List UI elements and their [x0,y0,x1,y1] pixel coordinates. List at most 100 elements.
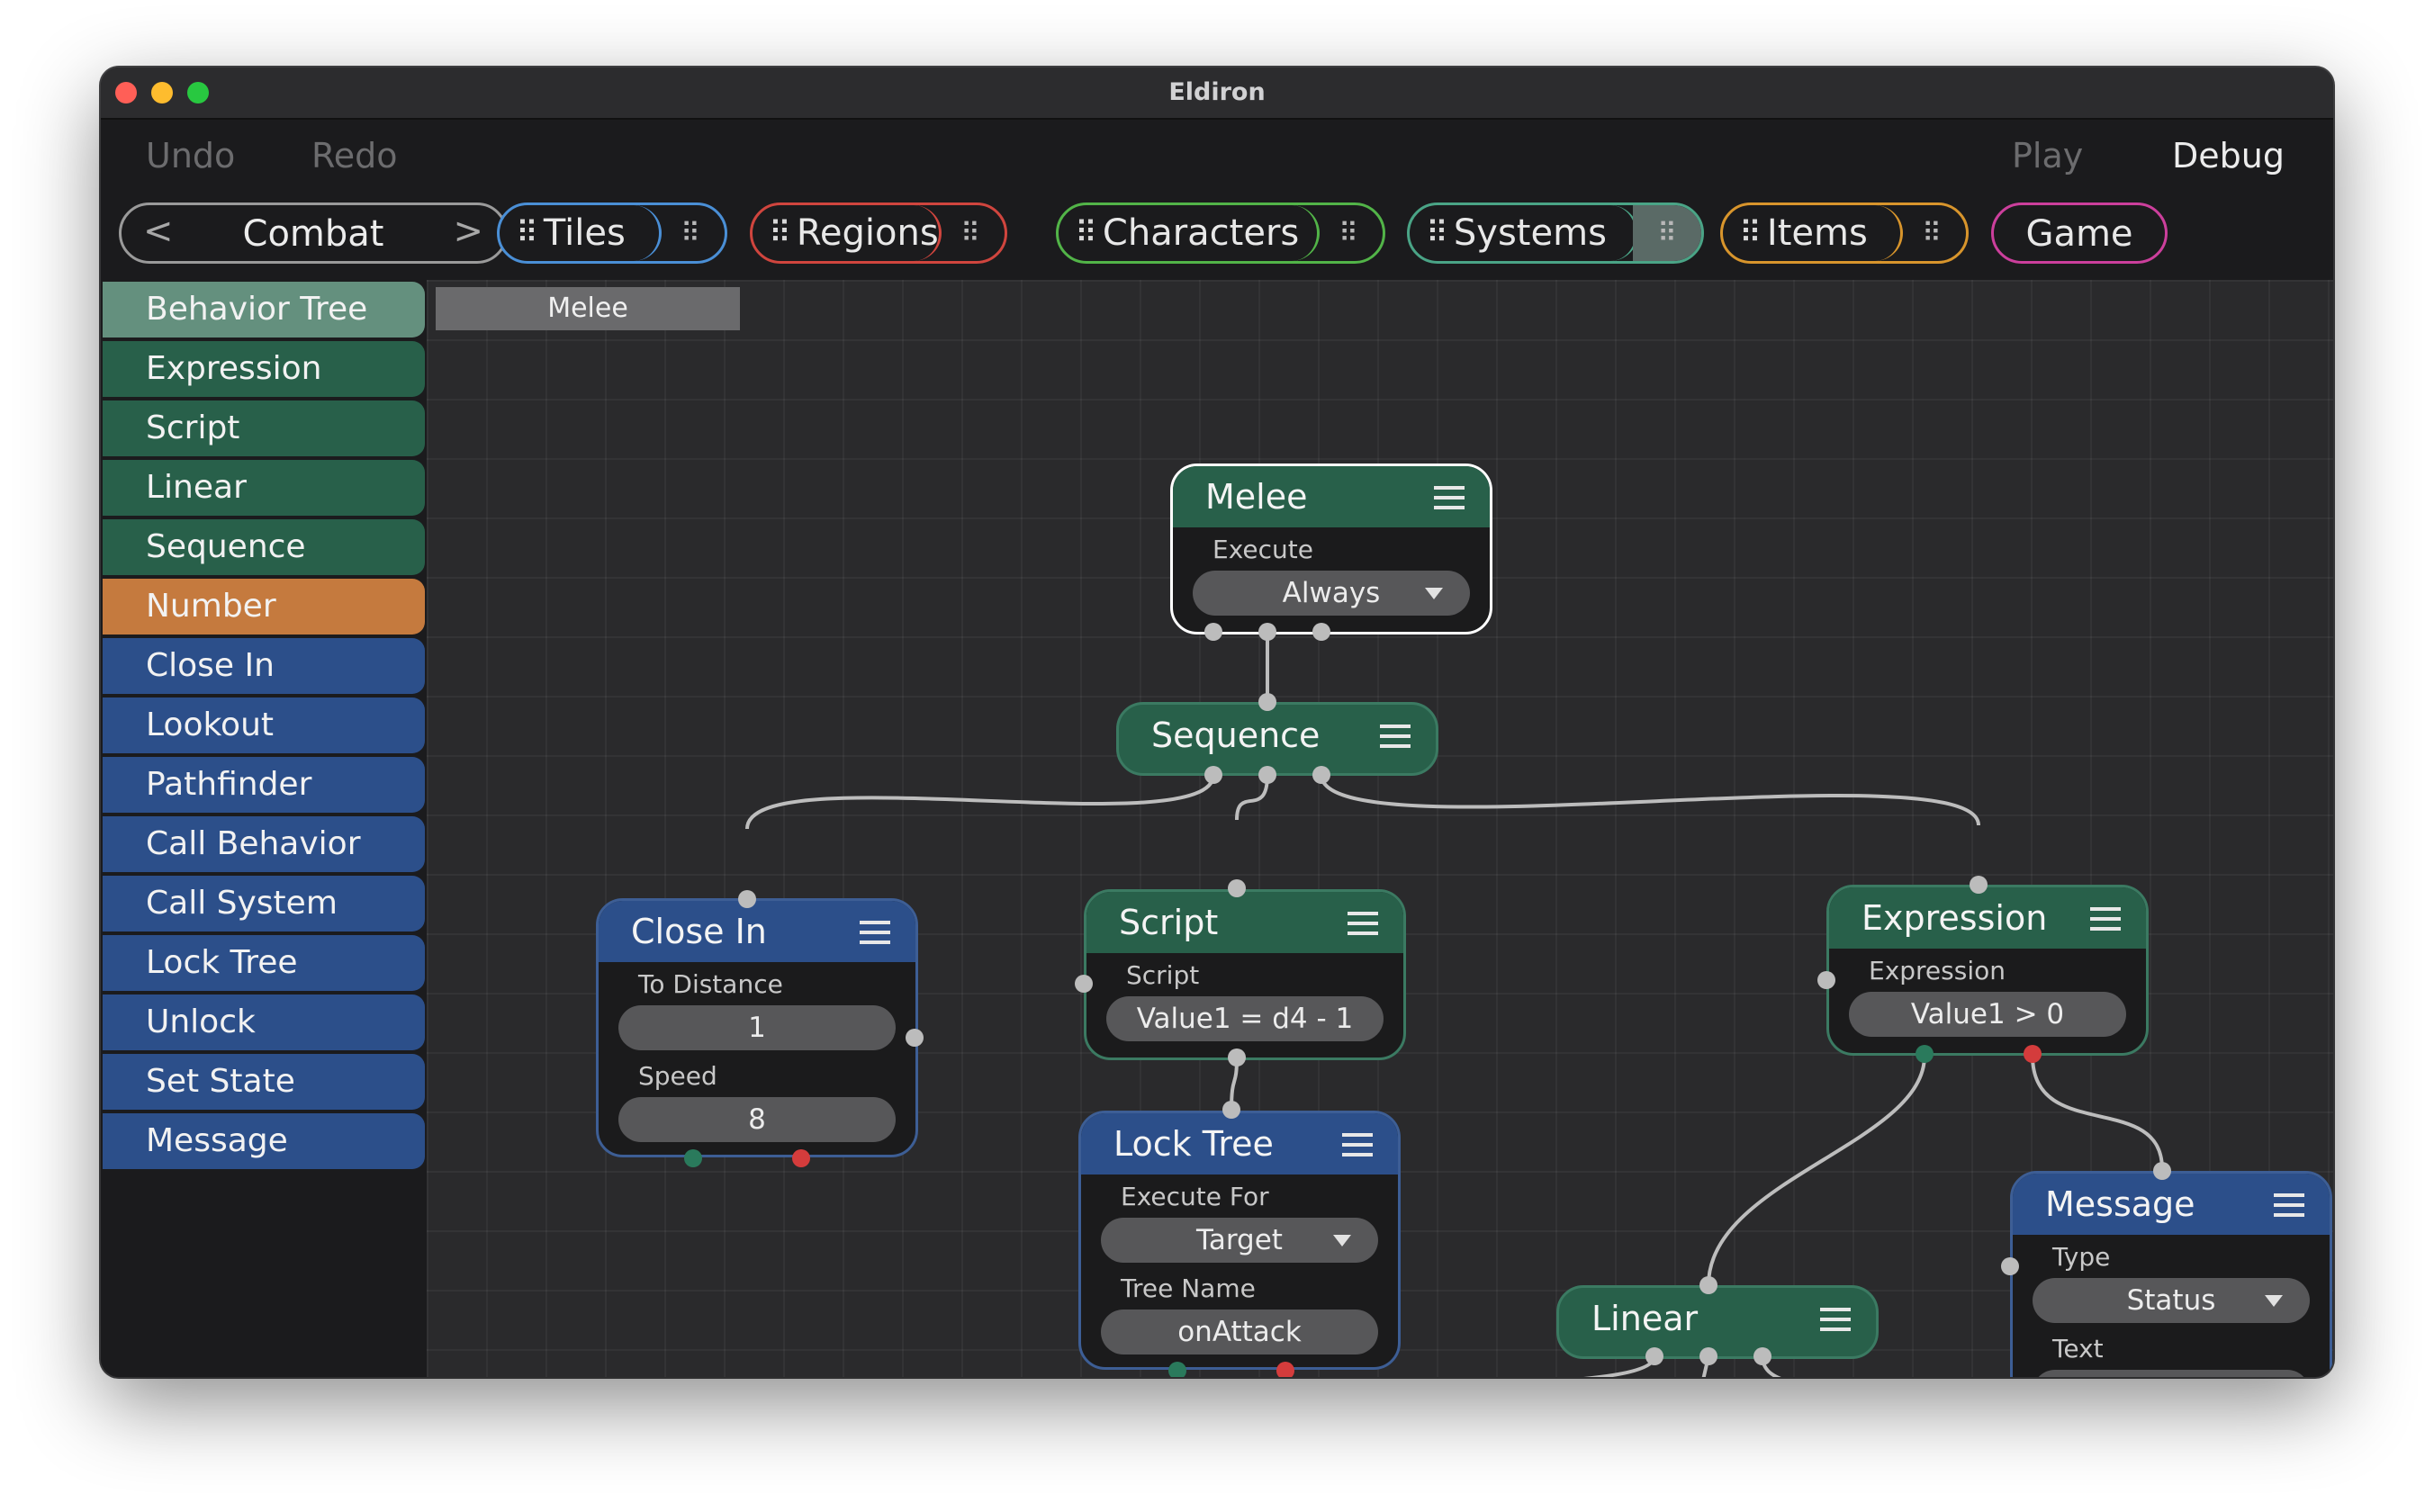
terminal[interactable] [1276,1362,1294,1377]
node-message[interactable]: Message Type Status Text ${Self} swings … [2010,1171,2332,1377]
palette-item-lookout[interactable]: Lookout [103,698,425,753]
systems-grid-view-icon[interactable]: ⠿ [1633,205,1701,261]
node-melee-header[interactable]: Melee [1173,466,1490,527]
terminal[interactable] [2153,1162,2171,1180]
terminal[interactable] [738,890,756,908]
node-melee[interactable]: Melee Execute Always [1170,464,1492,634]
palette-item-number[interactable]: Number [103,579,425,634]
close-window-button[interactable] [115,82,137,104]
palette-item-unlock[interactable]: Unlock [103,994,425,1050]
palette-item-call-system[interactable]: Call System [103,876,425,932]
prev-project-button[interactable]: < [143,211,174,252]
menu-icon[interactable] [860,921,890,944]
node-script[interactable]: Script Script Value1 = d4 - 1 [1084,889,1406,1060]
palette-item-call-behavior[interactable]: Call Behavior [103,816,425,872]
terminal[interactable] [1222,1101,1240,1119]
execute-dropdown[interactable]: Always [1193,571,1470,616]
menu-icon[interactable] [1342,1133,1373,1156]
node-sequence-header[interactable]: Sequence [1119,705,1436,766]
node-expression[interactable]: Expression Expression Value1 > 0 [1826,885,2149,1056]
node-sequence[interactable]: Sequence [1116,702,1438,776]
undo-button[interactable]: Undo [146,136,236,176]
menu-icon[interactable] [1348,912,1378,935]
tab-systems[interactable]: ⠿Systems ⠿ [1407,202,1704,264]
terminal[interactable] [1916,1045,1934,1063]
execute-for-dropdown[interactable]: Target [1101,1218,1378,1263]
terminal[interactable] [1970,876,1988,894]
terminal[interactable] [1753,1347,1771,1365]
script-field[interactable]: Value1 = d4 - 1 [1106,996,1384,1041]
node-message-header[interactable]: Message [2013,1174,2330,1235]
terminal[interactable] [1312,623,1330,641]
terminal[interactable] [2001,1257,2019,1275]
tab-regions[interactable]: ⠿Regions ⠿ [750,202,1007,264]
menu-icon[interactable] [1380,724,1411,748]
node-lock-tree[interactable]: Lock Tree Execute For Target Tree Name o… [1078,1111,1401,1370]
menu-icon[interactable] [1434,486,1465,509]
to-distance-field[interactable]: 1 [618,1005,896,1050]
terminal[interactable] [1228,879,1246,897]
palette-item-set-state[interactable]: Set State [103,1054,425,1110]
terminal[interactable] [1075,975,1093,993]
node-expression-header[interactable]: Expression [1829,887,2146,949]
tab-items[interactable]: ⠿Items ⠿ [1720,202,1969,264]
node-lock-tree-header[interactable]: Lock Tree [1081,1113,1398,1174]
menu-icon[interactable] [2090,907,2121,931]
characters-grid-view-icon[interactable]: ⠿ [1339,217,1358,249]
terminal[interactable] [1204,766,1222,784]
play-button[interactable]: Play [2012,136,2084,176]
node-close-in-header[interactable]: Close In [599,901,915,962]
terminal[interactable] [1258,693,1276,711]
tab-game[interactable]: Game [1991,202,2168,264]
debug-button[interactable]: Debug [2172,136,2285,176]
terminal[interactable] [1168,1362,1186,1377]
terminal[interactable] [906,1029,924,1047]
terminal[interactable] [792,1149,810,1167]
speed-field[interactable]: 8 [618,1097,896,1142]
terminal[interactable] [1312,766,1330,784]
redo-button[interactable]: Redo [311,136,398,176]
terminal[interactable] [1258,766,1276,784]
terminal[interactable] [1817,971,1835,989]
terminal[interactable] [1258,623,1276,641]
menu-icon[interactable] [2274,1193,2304,1217]
terminal[interactable] [1699,1347,1717,1365]
terminal[interactable] [2024,1045,2042,1063]
next-project-button[interactable]: > [453,211,483,252]
palette-item-sequence[interactable]: Sequence [103,519,425,575]
expression-field[interactable]: Value1 > 0 [1849,992,2126,1037]
tab-characters[interactable]: ⠿Characters ⠿ [1056,202,1385,264]
tab-characters-label: Characters [1102,212,1300,254]
tiles-grid-view-icon[interactable]: ⠿ [681,217,700,249]
palette-item-behavior-tree[interactable]: Behavior Tree [103,282,425,338]
node-linear[interactable]: Linear [1556,1285,1879,1359]
palette-item-message[interactable]: Message [103,1113,425,1169]
palette-item-close-in[interactable]: Close In [103,638,425,694]
terminal[interactable] [1228,1048,1246,1066]
node-close-in[interactable]: Close In To Distance 1 Speed 8 [596,898,918,1157]
node-script-header[interactable]: Script [1086,892,1403,953]
behavior-tree-canvas[interactable]: Melee Melee Execute Always [427,280,2333,1377]
minimize-window-button[interactable] [151,82,173,104]
palette-item-lock-tree[interactable]: Lock Tree [103,935,425,991]
palette-item-expression[interactable]: Expression [103,341,425,397]
terminal[interactable] [1699,1276,1717,1294]
zoom-window-button[interactable] [187,82,209,104]
terminal[interactable] [1645,1347,1663,1365]
palette-item-pathfinder[interactable]: Pathfinder [103,757,425,813]
palette-item-script[interactable]: Script [103,400,425,456]
breadcrumb[interactable]: Melee [436,287,740,330]
terminal[interactable] [684,1149,702,1167]
menu-icon[interactable] [1820,1308,1851,1331]
tree-name-field[interactable]: onAttack [1101,1310,1378,1354]
terminal[interactable] [1204,623,1222,641]
node-linear-header[interactable]: Linear [1559,1288,1876,1349]
type-label: Type [2052,1242,2111,1272]
type-dropdown[interactable]: Status [2033,1278,2310,1323]
text-field[interactable]: ${Self} swings at $... [2033,1370,2310,1377]
regions-grid-view-icon[interactable]: ⠿ [960,217,980,249]
items-grid-view-icon[interactable]: ⠿ [1922,217,1942,249]
palette-item-linear[interactable]: Linear [103,460,425,516]
tab-tiles[interactable]: ⠿Tiles ⠿ [497,202,727,264]
